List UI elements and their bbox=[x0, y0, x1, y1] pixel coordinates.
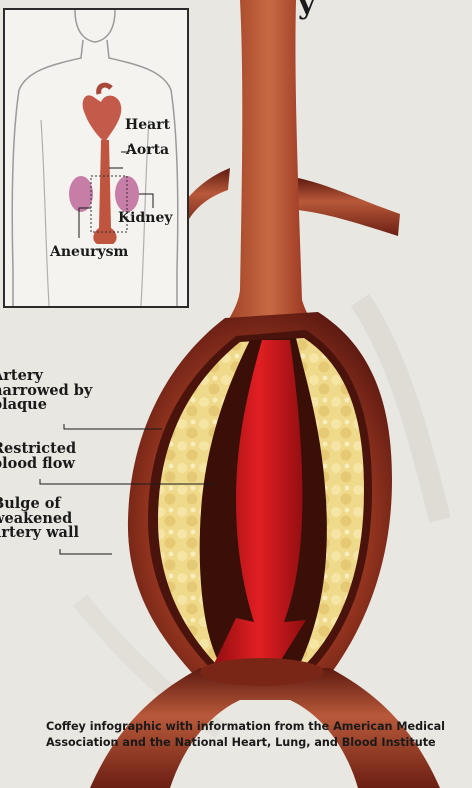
credit-text: Coffey infographic with information from… bbox=[46, 719, 446, 751]
anatomy-inset bbox=[3, 8, 189, 308]
kidney-left-icon bbox=[69, 176, 93, 212]
label-artery-narrowed-by-plaque: Artery narrowed by plaque bbox=[0, 369, 92, 413]
title-fragment: y bbox=[298, 0, 315, 19]
label-aorta: Aorta bbox=[126, 143, 169, 157]
body-outline-figure bbox=[5, 10, 187, 306]
label-bulge-of-weakened-artery-wall: Bulge of weakened artery wall bbox=[0, 497, 79, 541]
heart-icon bbox=[83, 95, 122, 142]
label-aneurysm: Aneurysm bbox=[50, 245, 128, 259]
aorta-icon bbox=[93, 140, 116, 244]
label-kidney: Kidney bbox=[118, 211, 173, 225]
label-restricted-blood-flow: Restricted blood flow bbox=[0, 442, 76, 471]
label-heart: Heart bbox=[125, 118, 170, 132]
